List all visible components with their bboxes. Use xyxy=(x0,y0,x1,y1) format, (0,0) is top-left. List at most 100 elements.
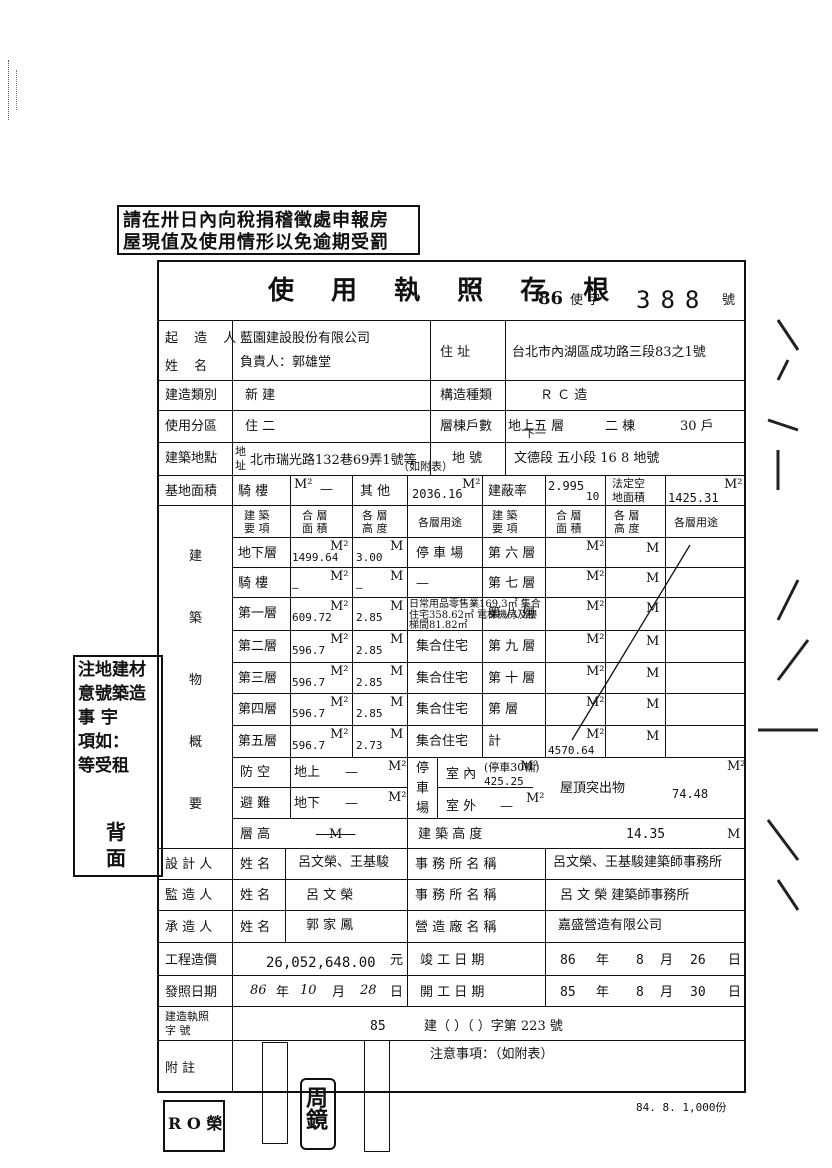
supervisor-label: 監 造 人 xyxy=(165,888,213,903)
designer-office-label: 事 務 所 名 稱 xyxy=(415,857,497,872)
floors-value: 地上五 層 xyxy=(508,419,565,434)
legal-open-unit: M² xyxy=(724,477,743,492)
structure-label: 構造種類 xyxy=(440,388,493,403)
start-y-unit: 年 xyxy=(596,985,610,1000)
col-height-2: 高 度 xyxy=(362,522,388,535)
parking-indoor: (停車30輛) xyxy=(484,761,540,774)
floor-use: 停 車 場 xyxy=(416,546,464,561)
col-use: 各層用途 xyxy=(418,516,462,529)
start-month: 8 xyxy=(636,985,644,1000)
seal-stamp xyxy=(364,1040,390,1152)
floor-area-unit-right: M² xyxy=(586,664,605,679)
floor-use: 集合住宅 xyxy=(416,639,469,654)
build-type-value: 新 建 xyxy=(245,388,276,403)
cost-label: 工程造價 xyxy=(165,953,218,968)
grid-line xyxy=(157,1006,746,1007)
floor-height-label: 層 高 xyxy=(240,827,271,842)
completion-year: 86 xyxy=(560,953,576,968)
grid-line xyxy=(157,975,746,976)
floor-area: 596.7 xyxy=(292,707,326,720)
grid-line xyxy=(157,505,746,506)
filing-notice: 請在卅日內向稅捐稽徵處申報房 屋現值及使用情形以免逾期受罰 xyxy=(117,205,420,255)
left-note-back: 背 xyxy=(106,820,126,844)
left-note-line: 等受租 xyxy=(78,756,129,776)
completion-d-unit: 日 xyxy=(728,953,742,968)
bldg-height-unit: M xyxy=(727,827,741,842)
grid-line xyxy=(482,475,483,505)
grid-line xyxy=(157,848,746,849)
floor-name: 騎 樓 xyxy=(238,576,269,591)
floor-height-unit: M xyxy=(390,632,404,647)
col-area-1: 合 層 xyxy=(302,509,328,522)
col-item-1: 建 築 xyxy=(244,509,270,522)
left-note-line: 項如： xyxy=(78,732,129,752)
floors-units-label: 層棟戶數 xyxy=(440,419,493,434)
floor-area: 596.7 xyxy=(292,644,326,657)
grid-line xyxy=(232,662,746,663)
grid-line xyxy=(407,848,408,1006)
start-day: 30 xyxy=(690,985,706,1000)
permit-form xyxy=(157,260,746,1093)
roof-label: 屋頂突出物 xyxy=(560,781,626,796)
designer-name-label: 姓 名 xyxy=(240,857,271,872)
arcade-label: 騎 樓 xyxy=(238,484,269,499)
zoning-label: 使用分區 xyxy=(165,419,218,434)
note-text: 注意事項：（如附表） xyxy=(430,1047,554,1062)
grid-line xyxy=(482,505,483,757)
floor-name-right: 第 八 層 xyxy=(488,606,536,621)
start-d-unit: 日 xyxy=(728,985,742,1000)
supervisor-office-label: 事 務 所 名 稱 xyxy=(415,888,497,903)
floor-area: 1499.64 xyxy=(292,551,339,564)
floor-height-unit: M xyxy=(390,664,404,679)
floors-below-value: 下一 xyxy=(524,427,546,440)
grid-line xyxy=(545,848,546,1006)
outdoor-unit: M² xyxy=(526,791,545,806)
loc-small-1: 地 xyxy=(235,445,246,458)
permit-label-1: 建造執照 xyxy=(165,1010,209,1023)
above-label: 地上 xyxy=(294,765,321,780)
start-year: 85 xyxy=(560,985,576,1000)
floor-area-unit: M² xyxy=(330,569,349,584)
grid-line xyxy=(545,475,546,505)
floor-area-unit-right: M² xyxy=(586,539,605,554)
floor-area-unit-right: M² xyxy=(586,727,605,742)
floor-height-unit-right: M xyxy=(646,666,660,681)
lot-label: 地 號 xyxy=(452,451,483,466)
remarks-label: 附 註 xyxy=(165,1061,196,1076)
completion-month: 8 xyxy=(636,953,644,968)
parking-3: 場 xyxy=(416,801,430,816)
grid-line xyxy=(232,537,746,538)
start-label: 開 工 日 期 xyxy=(420,985,485,1000)
floor-height-unit: M xyxy=(390,727,404,742)
lot-value: 文德段 五小段 16 8 地號 xyxy=(514,451,660,466)
parking-2: 車 xyxy=(416,781,430,796)
designer-office: 呂文榮、王基駿建築師事務所 xyxy=(553,855,723,870)
grid-line xyxy=(407,475,408,505)
right-edge-fragments xyxy=(758,319,818,911)
arcade-area-value: — xyxy=(320,482,333,497)
left-note-line: 注地建材 xyxy=(78,660,146,680)
total-area: 4570.64 xyxy=(548,744,595,757)
notice-line-1: 請在卅日內向稅捐稽徵處申報房 xyxy=(123,210,389,231)
completion-y-unit: 年 xyxy=(596,953,610,968)
grid-line xyxy=(407,505,408,848)
floor-height-unit-right: M xyxy=(646,571,660,586)
grid-line xyxy=(157,879,746,880)
issue-date-label: 發照日期 xyxy=(165,985,218,1000)
col-item-2: 要 項 xyxy=(244,522,270,535)
floor-height: 2.85 xyxy=(356,707,383,720)
outdoor-label: 室 外 xyxy=(446,799,477,814)
permit-text: 建（ ）（ ）字第 223 號 xyxy=(424,1019,563,1034)
floor-name-right: 第 七 層 xyxy=(488,576,536,591)
grid-line xyxy=(430,320,431,475)
floor-height: 2.85 xyxy=(356,611,383,624)
parking-indoor-area: 425.25 xyxy=(484,775,524,788)
grid-line xyxy=(665,505,666,757)
zoning-value: 住 二 xyxy=(245,419,276,434)
overview-char: 概 xyxy=(189,735,203,750)
grid-line xyxy=(352,475,353,505)
col-use-r: 各層用途 xyxy=(674,516,718,529)
grid-line xyxy=(157,910,746,911)
grid-line xyxy=(232,567,746,568)
floor-area: 596.7 xyxy=(292,739,326,752)
